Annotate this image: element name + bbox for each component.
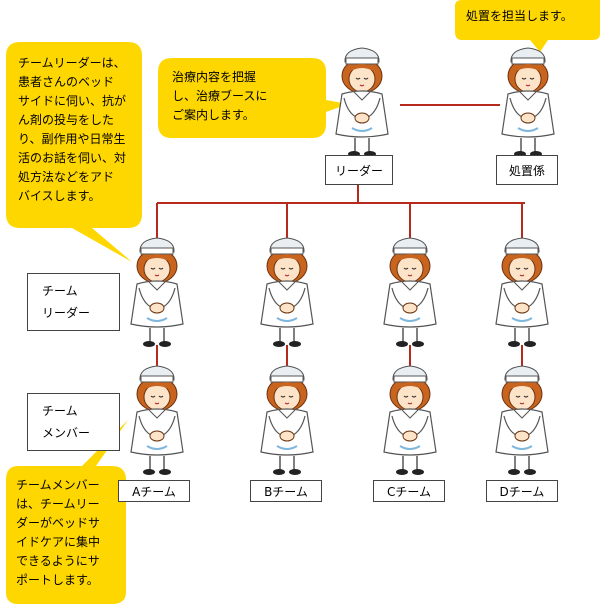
bubble-left-top-shape bbox=[6, 42, 142, 262]
team-d-label: Dチーム bbox=[486, 480, 558, 502]
nurse-team-c-member-figure bbox=[383, 365, 437, 476]
bubble-center-shape bbox=[158, 58, 348, 138]
bubble-center-text: 治療内容を把握 し、治療ブースに ご案内します。 bbox=[172, 70, 268, 122]
nurse-team-d-leader-figure bbox=[495, 237, 549, 348]
team-a-label: Aチーム bbox=[118, 480, 190, 502]
bubble-left-bottom-shape bbox=[6, 420, 128, 604]
leader-label: リーダー bbox=[325, 155, 393, 185]
nurse-team-a-leader-figure bbox=[130, 237, 184, 348]
nurse-team-b-member-figure bbox=[260, 365, 314, 476]
treatment-label: 処置係 bbox=[496, 155, 558, 185]
nurse-team-a-member-figure bbox=[130, 365, 184, 476]
nurse-treatment-figure bbox=[501, 47, 555, 158]
nurse-team-d-member-figure bbox=[495, 365, 549, 476]
team-c-label: Cチーム bbox=[373, 480, 445, 502]
org-connectors bbox=[156, 104, 525, 370]
bubble-top-right-shape bbox=[455, 0, 600, 52]
row-label-team-member: チーム メンバー bbox=[27, 393, 120, 451]
bubble-left-bottom-text: チームメンバー は、チームリー ダーがベッドサ イドケアに集中 できるようにサ … bbox=[16, 478, 101, 587]
nurse-leader-figure bbox=[335, 47, 389, 158]
bubble-left-top-text: チームリーダーは、 患者さんのベッド サイドに伺い、抗が ん剤の投与をした り、… bbox=[18, 56, 127, 203]
row-label-team-leader: チーム リーダー bbox=[27, 273, 120, 331]
bubble-top-right-text: 処置を担当します。 bbox=[466, 9, 573, 23]
nurse-team-b-leader-figure bbox=[260, 237, 314, 348]
nurse-team-c-leader-figure bbox=[383, 237, 437, 348]
team-b-label: Bチーム bbox=[250, 480, 322, 502]
